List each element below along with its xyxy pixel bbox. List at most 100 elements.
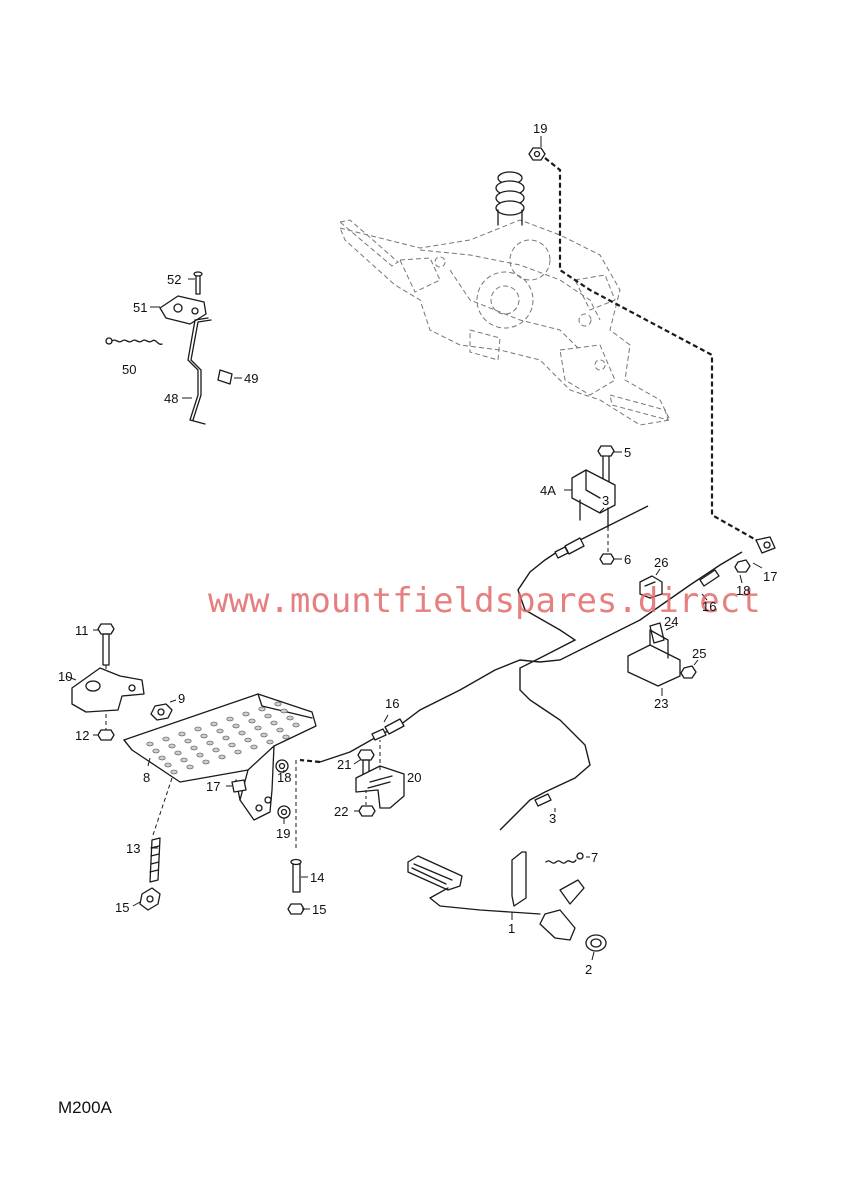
part-12-nut bbox=[97, 729, 115, 741]
leader-18-upper bbox=[739, 574, 743, 584]
cable-16-ferrule-lower bbox=[371, 718, 405, 741]
callout-21: 21 bbox=[337, 757, 351, 772]
callout-18-upper: 18 bbox=[736, 583, 750, 598]
footplate-hole bbox=[222, 735, 230, 741]
part-11-bolt bbox=[97, 623, 115, 666]
callout-13: 13 bbox=[126, 841, 140, 856]
part-52-screw bbox=[193, 271, 203, 295]
footplate-hole bbox=[260, 732, 268, 738]
callout-3-lower: 3 bbox=[549, 811, 556, 826]
part-14-bolt bbox=[290, 858, 302, 893]
part-17-fitting-lower bbox=[231, 779, 247, 793]
footplate-hole bbox=[162, 736, 170, 742]
diagram-code: M200A bbox=[58, 1098, 113, 1117]
footplate-hole bbox=[238, 730, 246, 736]
part-25-nut bbox=[680, 665, 697, 679]
part-15-nut-right bbox=[287, 903, 305, 915]
footplate-hole bbox=[264, 713, 272, 719]
part-23-bracket bbox=[627, 629, 681, 687]
footplate-hole bbox=[258, 706, 266, 712]
callout-23: 23 bbox=[654, 696, 668, 711]
callout-19-lower: 19 bbox=[276, 826, 290, 841]
part-10-bracket bbox=[71, 667, 145, 713]
footplate-hole bbox=[254, 725, 262, 731]
callout-51: 51 bbox=[133, 300, 147, 315]
cable-3 bbox=[499, 505, 649, 831]
footplate-hole bbox=[186, 764, 194, 770]
footplate-hole bbox=[184, 738, 192, 744]
cable-3-ferrule-top bbox=[554, 537, 585, 559]
footplate-holes bbox=[146, 701, 300, 775]
footplate-hole bbox=[234, 749, 242, 755]
leader-17-upper bbox=[752, 562, 763, 569]
callout-8: 8 bbox=[143, 770, 150, 785]
footplate-hole bbox=[244, 737, 252, 743]
leader-3-upper bbox=[599, 507, 605, 513]
leader-16-lower bbox=[383, 714, 389, 723]
leader-21 bbox=[353, 759, 361, 765]
leader-15-left bbox=[132, 901, 141, 907]
part-15-nut-left bbox=[139, 887, 161, 911]
part-18-nut-lower bbox=[275, 759, 289, 773]
leader-10 bbox=[65, 675, 77, 681]
part-13-bolt bbox=[149, 837, 161, 883]
part-50-spring bbox=[105, 337, 163, 345]
callout-5: 5 bbox=[624, 445, 631, 460]
callout-18-lower: 18 bbox=[277, 770, 291, 785]
part-18-nut-upper bbox=[734, 559, 751, 573]
leader-2 bbox=[591, 951, 595, 961]
part-20-bracket bbox=[355, 765, 405, 809]
part-22-nut bbox=[358, 805, 376, 817]
callout-22: 22 bbox=[334, 804, 348, 819]
footplate-hole bbox=[282, 734, 290, 740]
transaxle-ghost bbox=[338, 219, 671, 426]
footplate-hole bbox=[248, 718, 256, 724]
footplate-hole bbox=[228, 742, 236, 748]
callout-48: 48 bbox=[164, 391, 178, 406]
footplate-hole bbox=[196, 752, 204, 758]
leader-9 bbox=[169, 699, 177, 703]
leader-8 bbox=[147, 757, 151, 767]
callout-19-top: 19 bbox=[533, 121, 547, 136]
nut-19-top bbox=[528, 147, 546, 161]
footplate-hole bbox=[180, 757, 188, 763]
footplate-hole bbox=[146, 741, 154, 747]
callout-15-right: 15 bbox=[312, 902, 326, 917]
callout-16-lower: 16 bbox=[385, 696, 399, 711]
cable-16 bbox=[319, 551, 743, 763]
footplate-hole bbox=[286, 715, 294, 721]
footplate-hole bbox=[194, 726, 202, 732]
part-4a-bracket bbox=[571, 469, 616, 529]
footplate-hole bbox=[226, 716, 234, 722]
part-26-clip bbox=[639, 575, 663, 599]
footplate-hole bbox=[210, 721, 218, 727]
footplate-hole bbox=[280, 708, 288, 714]
footplate-hole bbox=[218, 754, 226, 760]
cable-3-ferrule-bottom bbox=[534, 793, 552, 807]
footplate-hole bbox=[206, 740, 214, 746]
callout-3-upper: 3 bbox=[602, 493, 609, 508]
part-48-rod bbox=[187, 317, 212, 425]
callout-14: 14 bbox=[310, 870, 324, 885]
footplate-hole bbox=[292, 722, 300, 728]
callout-16-upper: 16 bbox=[702, 599, 716, 614]
callout-52: 52 bbox=[167, 272, 181, 287]
control-rod-upper bbox=[544, 157, 766, 546]
footplate-hole bbox=[250, 744, 258, 750]
callout-1: 1 bbox=[508, 921, 515, 936]
footplate-hole bbox=[242, 711, 250, 717]
footplate-hole bbox=[202, 759, 210, 765]
callout-2: 2 bbox=[585, 962, 592, 977]
callout-11: 11 bbox=[75, 623, 89, 638]
part-6-nut bbox=[599, 553, 615, 565]
footplate-hole bbox=[276, 727, 284, 733]
callout-15-left: 15 bbox=[115, 900, 129, 915]
part-2-bushing bbox=[585, 934, 607, 952]
leader-18-lower bbox=[282, 769, 285, 774]
part-17-end-fitting bbox=[755, 536, 776, 554]
part-24-pin bbox=[649, 622, 665, 644]
footplate-hole bbox=[170, 769, 178, 775]
part-7-spring bbox=[545, 852, 584, 864]
footplate-hole bbox=[270, 720, 278, 726]
